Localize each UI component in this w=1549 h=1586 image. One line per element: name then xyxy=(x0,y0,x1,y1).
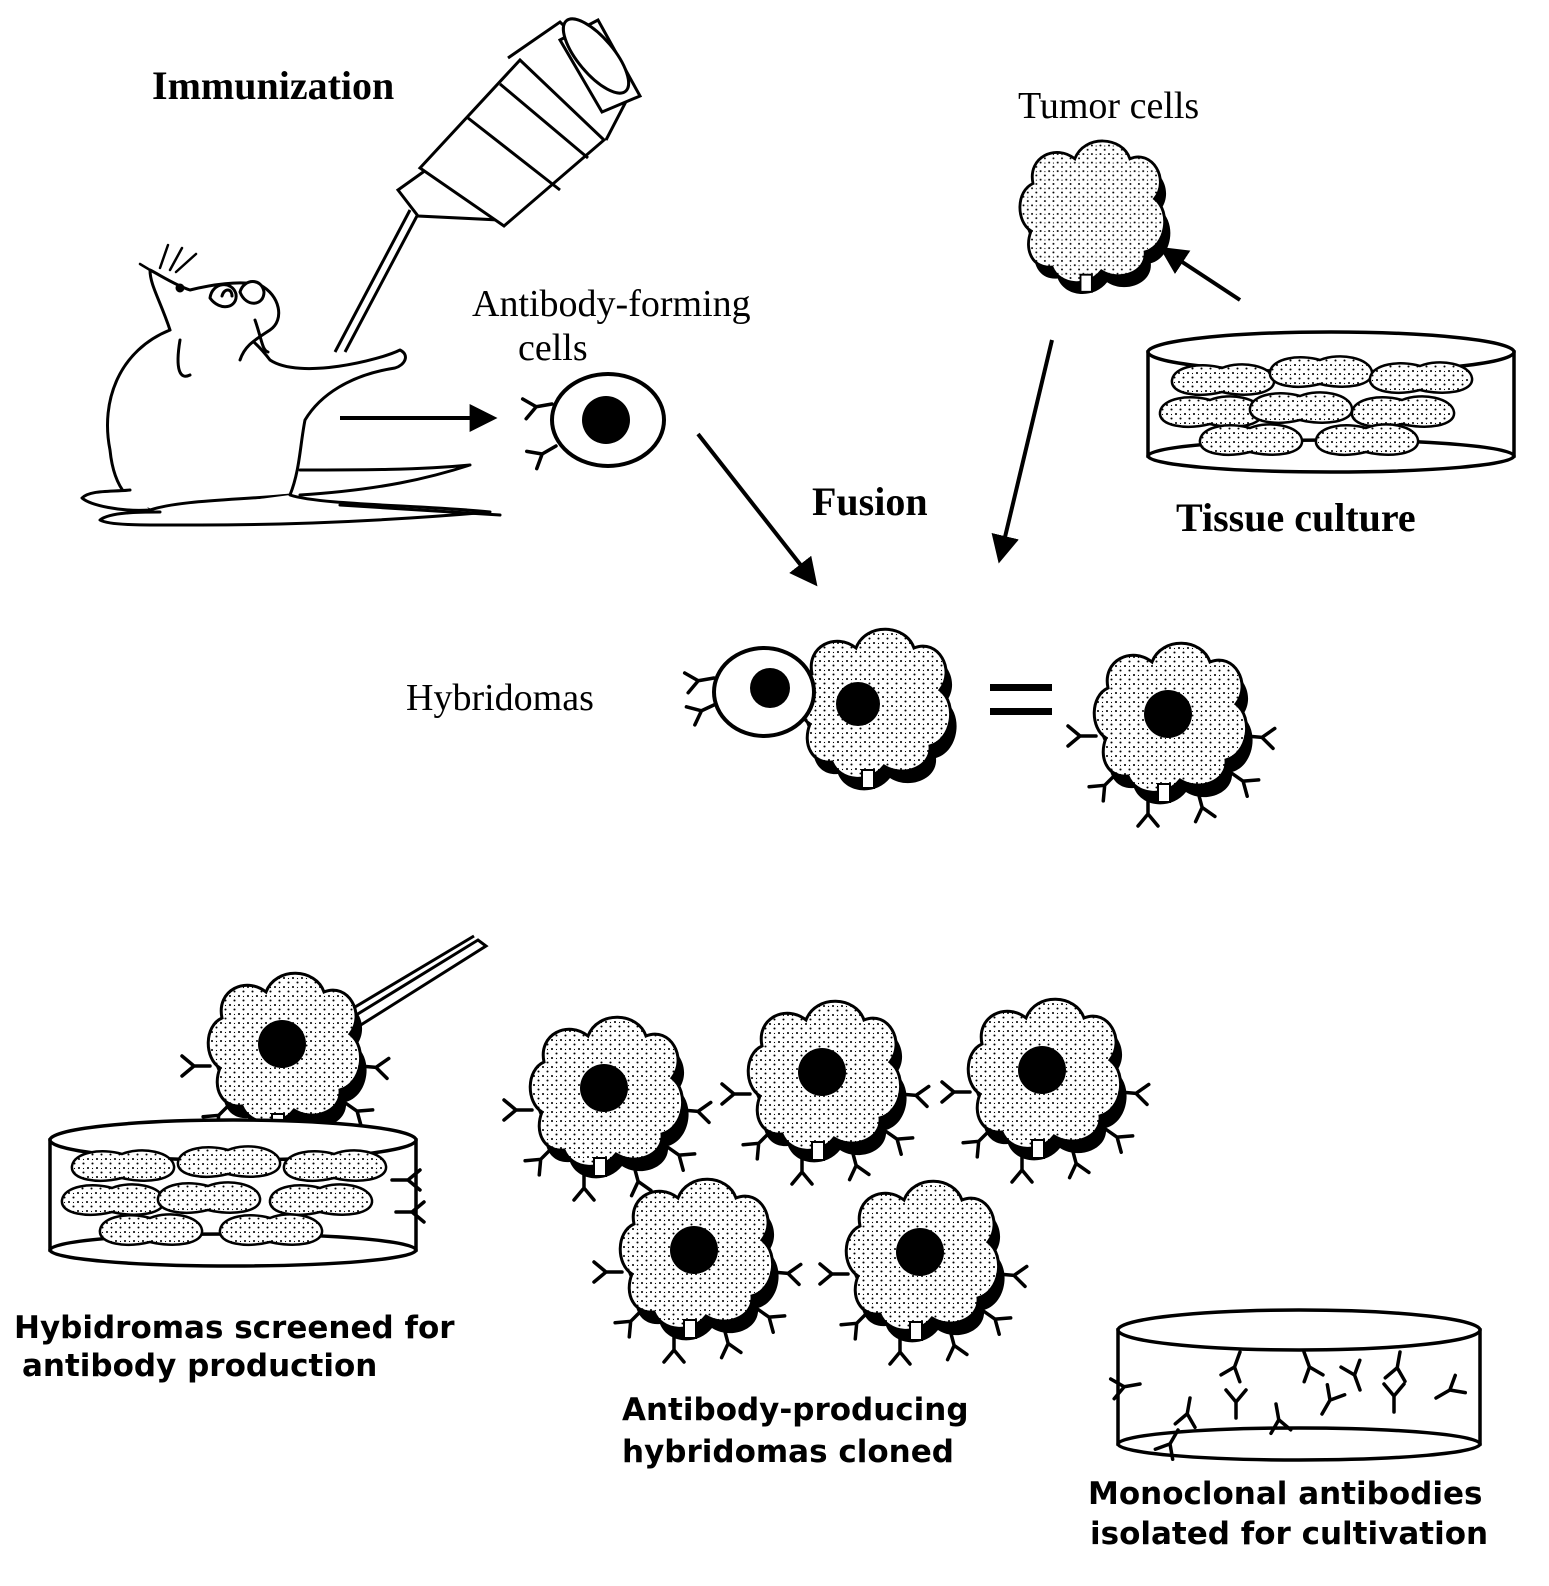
label-isolated-line2: isolated for cultivation xyxy=(1090,1516,1489,1552)
label-fusion: Fusion xyxy=(812,479,928,524)
forceps-icon xyxy=(339,934,489,1030)
equals-sign xyxy=(990,684,1052,715)
label-cloned-line2: hybridomas cloned xyxy=(622,1434,954,1470)
arrow-cell-to-fusion xyxy=(696,432,818,587)
cloned-hybridomas xyxy=(504,999,1149,1364)
label-tumor-cells: Tumor cells xyxy=(1018,85,1200,127)
fused-hybridoma-cell xyxy=(682,627,959,792)
label-screened-line1: Hybidromas screened for xyxy=(14,1310,455,1346)
label-hybridomas: Hybridomas xyxy=(406,677,594,719)
label-tissue-culture: Tissue culture xyxy=(1176,495,1416,540)
antibody-dish xyxy=(1108,1308,1482,1462)
tissue-culture-dish xyxy=(1146,330,1516,474)
label-screened-line2: antibody production xyxy=(22,1348,378,1384)
screening-dish xyxy=(48,1118,426,1268)
label-isolated-line1: Monoclonal antibodies xyxy=(1088,1476,1483,1512)
label-cloned-line1: Antibody-producing xyxy=(622,1392,969,1428)
label-antibody-forming-cells: cells xyxy=(518,327,588,369)
antibody-forming-cell xyxy=(520,372,666,471)
label-immunization: Immunization xyxy=(152,63,395,108)
arrow-culture-to-tumor xyxy=(1159,246,1242,302)
label-antibody-forming: Antibody-forming xyxy=(472,283,751,325)
resulting-hybridoma xyxy=(1068,643,1275,826)
tumor-cell xyxy=(1018,139,1172,296)
mouse-illustration xyxy=(80,243,502,527)
arrow-tumor-to-fusion xyxy=(991,339,1054,564)
syringe-icon xyxy=(333,17,643,353)
